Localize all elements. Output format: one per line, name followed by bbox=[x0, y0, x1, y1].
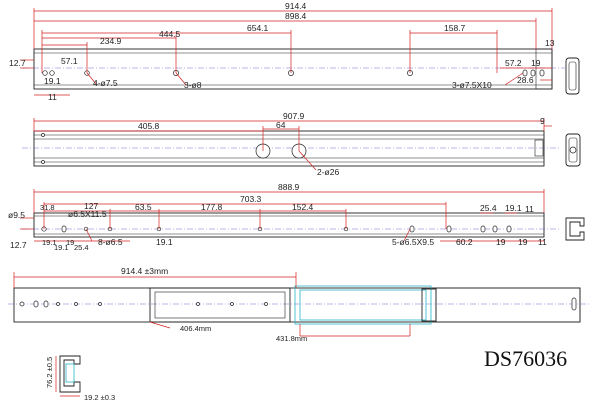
dim-888-9: 888.9 bbox=[278, 182, 300, 192]
dim-19-1-right: 19.1 bbox=[505, 203, 522, 213]
dim-654-1: 654.1 bbox=[247, 23, 269, 33]
dim-25-4-right: 25.4 bbox=[480, 203, 497, 213]
dim-64: 64 bbox=[276, 120, 286, 130]
dim-12-7-left: 12.7 bbox=[10, 240, 27, 250]
note-3-slots: 3-ø7.5X10 bbox=[452, 80, 492, 90]
view1-side-profile bbox=[565, 57, 580, 95]
dim-11-top: 11 bbox=[525, 204, 534, 214]
dim-898-4: 898.4 bbox=[285, 11, 307, 21]
dim-9: 9 bbox=[540, 116, 545, 126]
note-3-holes: 3-ø8 bbox=[184, 80, 202, 90]
dim-25-4-left: 25.4 bbox=[74, 243, 89, 252]
dim-19-1-b: 19.1 bbox=[54, 243, 69, 252]
dim-431-8mm: 431.8mm bbox=[276, 334, 307, 343]
dim-19-1-a: 19.1 bbox=[42, 238, 57, 247]
view2-side-profile bbox=[565, 133, 581, 167]
dim-19-1-c: 19.1 bbox=[156, 237, 173, 247]
dim-152-4: 152.4 bbox=[292, 202, 314, 212]
dim-127: 127 bbox=[84, 201, 98, 211]
view2-mid-rail bbox=[22, 118, 560, 171]
view3-side-profile bbox=[565, 217, 585, 241]
dim-60-2: 60.2 bbox=[456, 237, 473, 247]
view4-assembly bbox=[8, 272, 590, 337]
dim-12-7: 12.7 bbox=[9, 58, 26, 68]
note-4-holes: 4-ø7.5 bbox=[93, 78, 118, 88]
note-5-slots: 5-ø6.5X9.5 bbox=[392, 237, 434, 247]
profile-section: 76.2 ±0.5 19.2 ±0.3 bbox=[45, 355, 115, 402]
dim-13: 13 bbox=[545, 38, 555, 48]
view1-labels: 914.4 898.4 654.1 444.5 234.9 158.7 13 1… bbox=[9, 1, 555, 102]
dim-405-8: 405.8 bbox=[138, 121, 160, 131]
dim-57-1: 57.1 bbox=[61, 56, 78, 66]
dim-444-5: 444.5 bbox=[159, 29, 181, 39]
dim-907-9: 907.9 bbox=[283, 111, 305, 121]
view4-labels: 914.4 ±3mm 406.4mm 431.8mm bbox=[121, 266, 307, 343]
dim-158-7: 158.7 bbox=[444, 23, 466, 33]
dim-57-2: 57.2 bbox=[505, 58, 522, 68]
dim-dia-9-5: ø9.5 bbox=[8, 210, 25, 220]
dim-914-4-tol: 914.4 ±3mm bbox=[121, 266, 168, 276]
dim-28-6: 28.6 bbox=[517, 75, 534, 85]
model-code: DS76036 bbox=[484, 346, 567, 371]
dim-177-8: 177.8 bbox=[201, 202, 223, 212]
view3-labels: 888.9 703.3 177.8 152.4 63.5 127 31.8 ø9… bbox=[8, 182, 547, 252]
note-2-holes: 2-ø26 bbox=[317, 167, 339, 177]
note-slot-6-5: ø6.5X11.5 bbox=[68, 209, 107, 219]
dim-234-9: 234.9 bbox=[100, 36, 122, 46]
dim-19-b: 19 bbox=[496, 237, 506, 247]
dim-11: 11 bbox=[48, 92, 57, 102]
view2-labels: 907.9 405.8 64 9 2-ø26 bbox=[138, 111, 545, 177]
dim-11-bottom: 11 bbox=[538, 237, 547, 247]
dim-76-2: 76.2 ±0.5 bbox=[45, 357, 54, 388]
dim-19: 19 bbox=[531, 58, 541, 68]
dim-19-c: 19 bbox=[518, 237, 528, 247]
dim-19-1: 19.1 bbox=[44, 76, 61, 86]
dim-19-2: 19.2 ±0.3 bbox=[84, 393, 115, 402]
dim-703-3: 703.3 bbox=[240, 194, 262, 204]
note-8-holes: 8-ø6.5 bbox=[98, 237, 123, 247]
dim-63-5: 63.5 bbox=[135, 202, 152, 212]
view3-inner-rail bbox=[20, 189, 560, 242]
view1-top-rail bbox=[20, 8, 565, 96]
dim-406-4mm: 406.4mm bbox=[180, 324, 211, 333]
dim-914-4: 914.4 bbox=[285, 1, 307, 11]
dim-31-8: 31.8 bbox=[40, 203, 55, 212]
dim-19-a: 19 bbox=[66, 238, 74, 247]
